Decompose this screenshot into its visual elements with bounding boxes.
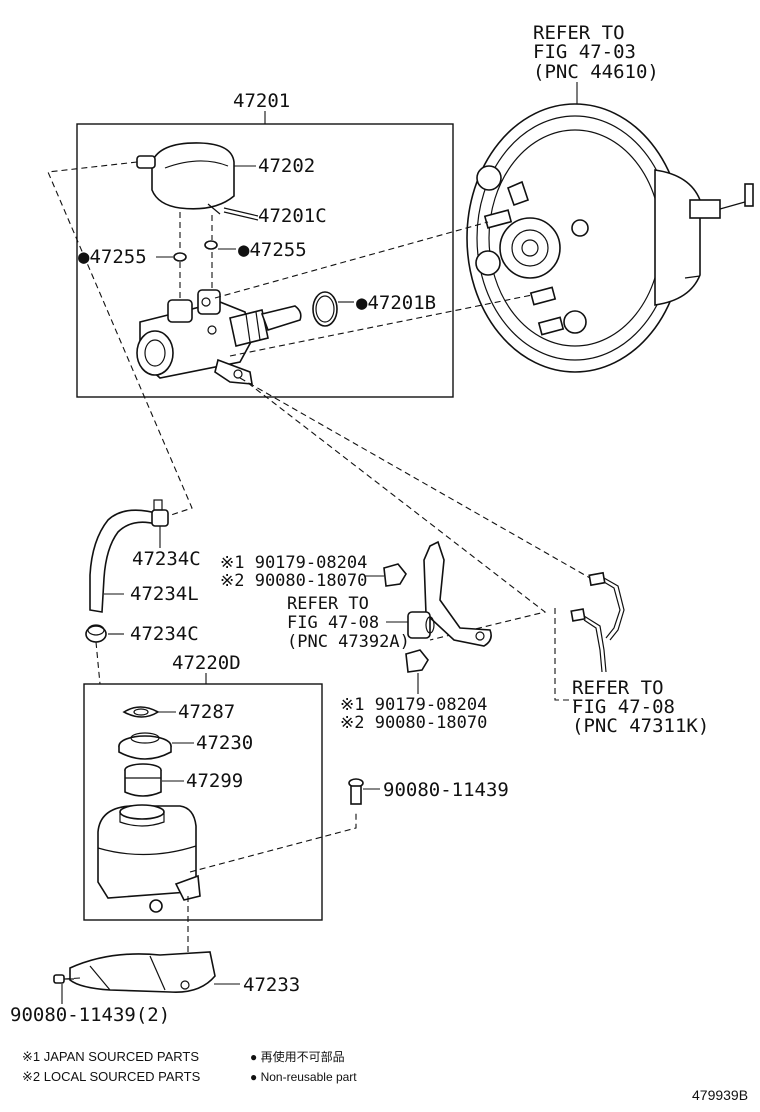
strainer-47287: [122, 706, 160, 718]
group-box-47201: [76, 123, 454, 398]
guide-hose-box: [95, 641, 101, 685]
nut-lower: [405, 649, 429, 673]
master-cylinder-body: [136, 289, 302, 385]
grommet-left: [173, 252, 187, 262]
label-47201b: ●47201B: [356, 292, 436, 314]
refer-mid-line2: FIG 47-08: [287, 613, 379, 633]
refer-mid-line1: REFER TO: [287, 594, 369, 614]
guide-reservoir-hose: [47, 161, 193, 517]
reservoir-47202: [136, 142, 235, 210]
refer-right-line2: FIG 47-08: [572, 696, 675, 718]
label-47230: 47230: [196, 732, 253, 754]
refer-top-line2: FIG 47-03: [533, 41, 636, 63]
label-47220d: 47220D: [172, 652, 241, 674]
grommet-right: [204, 240, 218, 250]
guide-line-bracket: [554, 608, 575, 701]
hose-47234l: [89, 509, 162, 613]
label-47255-left: ●47255: [78, 246, 147, 268]
label-47234c-top: 47234C: [132, 548, 201, 570]
label-47255-right: ●47255: [238, 239, 307, 261]
figure-number: 479939B: [692, 1087, 748, 1103]
pin-47201c: [207, 203, 259, 221]
label-bolt-a-1: ※1 90179-08204: [220, 553, 367, 573]
label-bolt-d: 90080-11439(2): [10, 1004, 170, 1026]
label-47299: 47299: [186, 770, 243, 792]
refer-right-line1: REFER TO: [572, 677, 664, 699]
label-bolt-b-2: ※2 90080-18070: [340, 713, 487, 733]
label-47233: 47233: [243, 974, 300, 996]
oring-47201b: [312, 291, 338, 327]
cap-47230: [118, 732, 172, 760]
refer-mid-line3: (PNC 47392A): [287, 632, 410, 652]
filter-47299: [124, 763, 162, 797]
brake-line-lower: [570, 608, 607, 673]
label-47202: 47202: [258, 155, 315, 177]
guide-tank-bolt: [189, 812, 357, 873]
legend-japan: ※1 JAPAN SOURCED PARTS: [22, 1049, 199, 1064]
guide-body-stud-upper: [214, 221, 489, 299]
bolt-90080-11439: [348, 778, 364, 805]
label-bolt-c: 90080-11439: [383, 779, 509, 801]
label-47234c-bottom: 47234C: [130, 623, 199, 645]
refer-top-line3: (PNC 44610): [533, 61, 659, 83]
nut-upper: [383, 563, 407, 587]
label-47234l: 47234L: [130, 583, 199, 605]
legend-local: ※2 LOCAL SOURCED PARTS: [22, 1069, 201, 1084]
legend-non-reusable-en: ● Non-reusable part: [250, 1070, 357, 1084]
label-47201c: 47201C: [258, 205, 327, 227]
group-box-47220d: [83, 683, 323, 921]
guide-cylinder-line-upper: [239, 377, 591, 579]
refer-top-line1: REFER TO: [533, 22, 625, 44]
guide-bracket-bolt: [63, 977, 81, 980]
reservoir-tank: [97, 804, 201, 913]
label-47287: 47287: [178, 701, 235, 723]
legend-non-reusable-jp: ● 再使用不可部品: [250, 1049, 345, 1064]
label-bolt-a-2: ※2 90080-18070: [220, 571, 367, 591]
brake-booster: [466, 103, 754, 373]
bracket-47233: [69, 951, 216, 993]
clamp-47234c-bottom: [85, 624, 107, 643]
brake-line-upper: [588, 571, 625, 641]
clamp-47234c-top: [151, 499, 169, 527]
refer-right-line3: (PNC 47311K): [572, 715, 709, 737]
grommet-bracket: [407, 611, 435, 639]
guide-body-stud-lower: [229, 294, 533, 357]
label-bolt-b-1: ※1 90179-08204: [340, 695, 487, 715]
label-47201: 47201: [233, 90, 290, 112]
line-bracket: [423, 540, 492, 647]
